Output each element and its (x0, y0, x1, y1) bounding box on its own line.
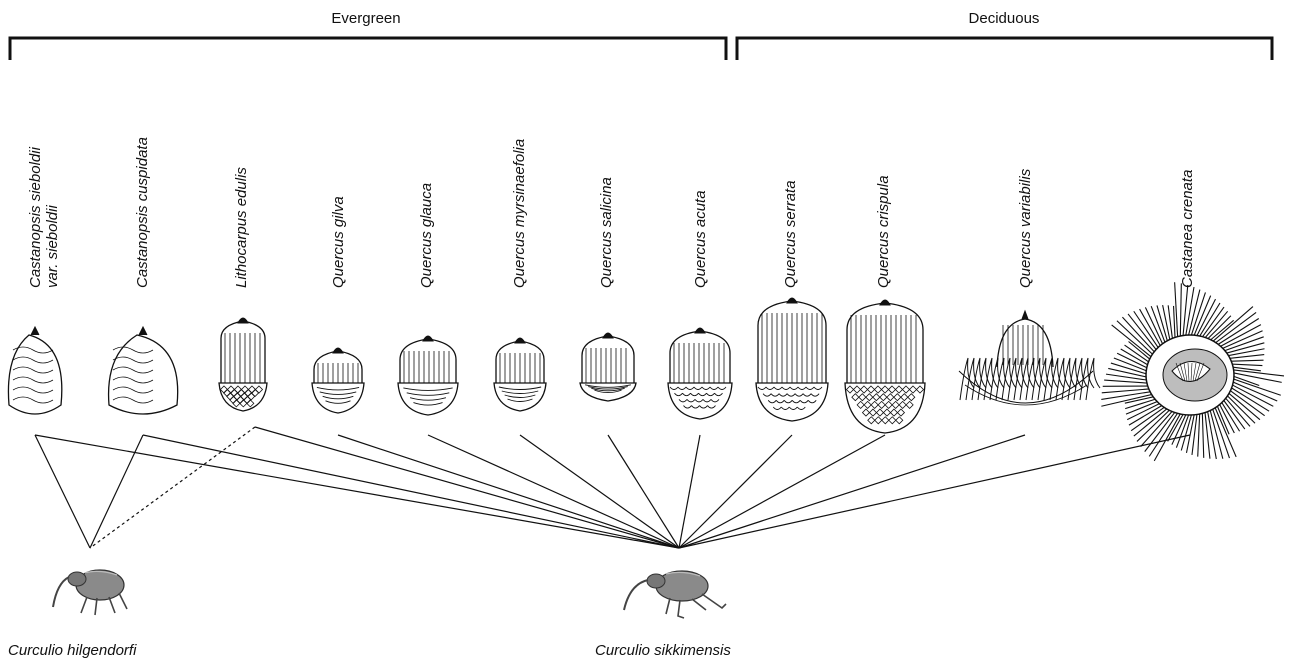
species-castanopsis-cuspidata: Castanopsis cuspidata (107, 137, 179, 415)
fruit-icon-lithocarpus-edulis (218, 317, 268, 412)
link-sikkimensis-quercus-variabilis (678, 434, 1026, 549)
link-sikkimensis-quercus-gilva (337, 434, 680, 549)
link-sikkimensis-quercus-myrsinaefolia (519, 434, 680, 549)
bracket-deciduous: Deciduous (735, 10, 1274, 60)
species-quercus-glauca: Quercus glauca (397, 183, 459, 416)
link-sikkimensis-quercus-salicina (607, 434, 680, 549)
species-label-quercus-crispula: Quercus crispula (875, 175, 892, 288)
species-label-quercus-serrata: Quercus serrata (782, 180, 799, 288)
link-sikkimensis-lithocarpus-edulis (254, 426, 680, 549)
species-quercus-acuta: Quercus acuta (667, 190, 733, 420)
link-sikkimensis-quercus-crispula (678, 434, 886, 549)
link-sikkimensis-quercus-serrata (678, 434, 793, 549)
species-label-quercus-glauca: Quercus glauca (418, 183, 435, 288)
fruit-icon-quercus-acuta (667, 327, 733, 420)
species-label-quercus-salicina: Quercus salicina (598, 177, 615, 288)
link-hilgendorfi-castanopsis-cuspidata (89, 434, 144, 549)
species-label-castanea-crenata: Castanea crenata (1179, 170, 1196, 288)
group-label-evergreen: Evergreen (331, 10, 400, 27)
fruit-icon-quercus-gilva (311, 347, 365, 414)
species-quercus-variabilis: Quercus variabilis (958, 168, 1101, 406)
species-castanea-crenata: Castanea crenata (1101, 170, 1285, 462)
species-label-lithocarpus-edulis: Lithocarpus edulis (233, 167, 250, 288)
group-label-deciduous: Deciduous (969, 10, 1040, 27)
fruit-icon-quercus-myrsinaefolia (493, 337, 547, 412)
fruit-icon-quercus-crispula (844, 299, 926, 434)
species-quercus-salicina: Quercus salicina (579, 177, 637, 402)
species-label-quercus-variabilis: Quercus variabilis (1017, 168, 1034, 288)
fruit-icon-quercus-variabilis (958, 309, 1101, 406)
link-sikkimensis-castanopsis-sieboldii (34, 434, 680, 549)
species-quercus-gilva: Quercus gilva (311, 196, 365, 414)
weevil-label-sikkimensis: Curculio sikkimensis (595, 642, 731, 659)
fruit-icon-castanopsis-cuspidata (107, 325, 179, 415)
fruit-icon-quercus-salicina (579, 332, 637, 402)
link-sikkimensis-quercus-acuta (678, 434, 701, 549)
fruit-icon-castanopsis-sieboldii (7, 325, 63, 415)
weevil-label-hilgendorfi: Curculio hilgendorfi (8, 642, 137, 659)
fruit-icon-quercus-glauca (397, 335, 459, 416)
species-label-quercus-myrsinaefolia: Quercus myrsinaefolia (511, 139, 528, 288)
species-label-line2-castanopsis-sieboldii: var. sieboldii (44, 205, 61, 288)
species-quercus-crispula: Quercus crispula (844, 175, 926, 434)
bracket-evergreen: Evergreen (8, 10, 728, 60)
fruit-icon-castanea-crenata (1101, 282, 1285, 462)
species-label-castanopsis-sieboldii: Castanopsis sieboldii (27, 146, 44, 288)
weevil-icon-sikkimensis (623, 570, 727, 619)
weevil-icon-hilgendorfi (52, 569, 128, 616)
fruit-icon-quercus-serrata (755, 297, 829, 422)
species-lithocarpus-edulis: Lithocarpus edulis (218, 167, 268, 412)
link-hilgendorfi-castanopsis-sieboldii (34, 434, 91, 549)
species-label-quercus-gilva: Quercus gilva (330, 196, 347, 288)
species-quercus-serrata: Quercus serrata (755, 180, 829, 422)
link-sikkimensis-castanopsis-cuspidata (142, 434, 680, 549)
link-sikkimensis-castanea-crenata (678, 434, 1191, 549)
species-quercus-myrsinaefolia: Quercus myrsinaefolia (493, 139, 547, 412)
species-label-castanopsis-cuspidata: Castanopsis cuspidata (134, 137, 151, 288)
link-hilgendorfi-lithocarpus-edulis (89, 426, 256, 549)
species-label-quercus-acuta: Quercus acuta (692, 190, 709, 288)
link-sikkimensis-quercus-glauca (427, 434, 680, 549)
host-links (34, 426, 1191, 549)
